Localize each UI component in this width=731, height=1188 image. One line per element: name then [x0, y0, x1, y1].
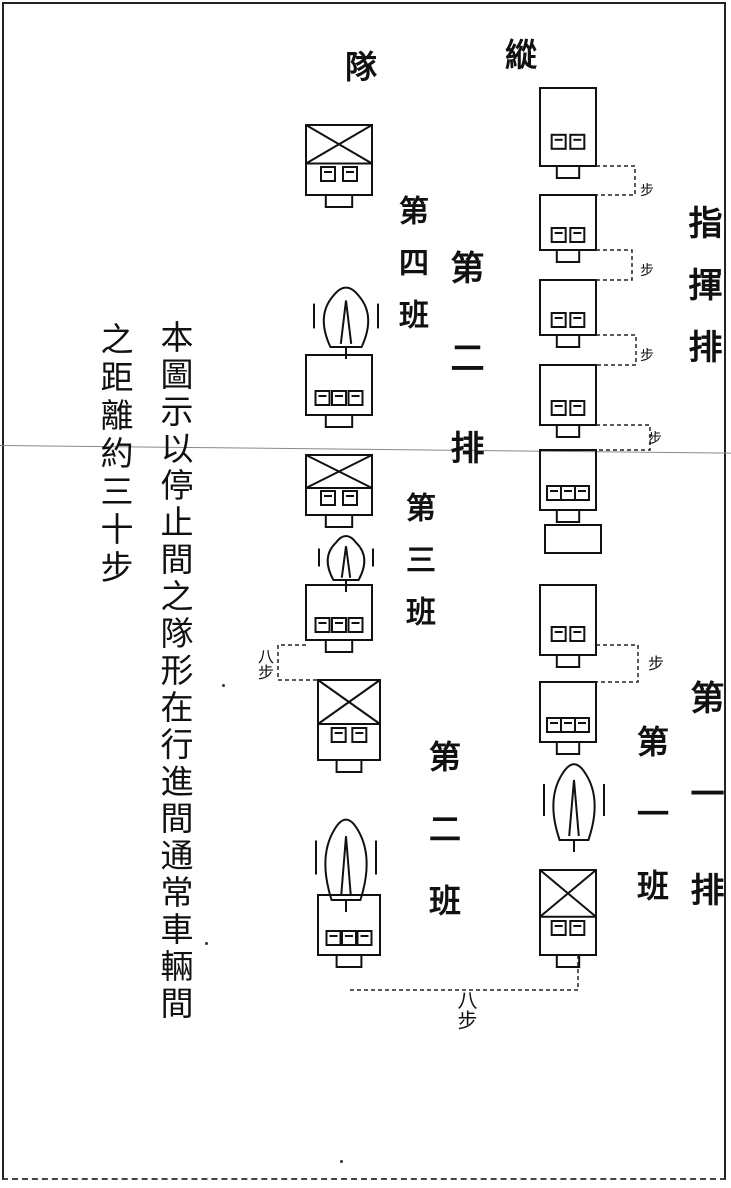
first-squad-gun [543, 763, 605, 852]
spacing-connector-2 [596, 249, 633, 281]
command-vehicle-5 [539, 449, 597, 523]
third-squad-vehicle-2 [305, 584, 373, 653]
first-platoon-vehicle-1 [539, 584, 597, 668]
squad-label-fourth: 第四班 [393, 195, 428, 351]
first-squad-vehicle [539, 869, 597, 968]
note-column-2: 之距離約三十步 [95, 322, 134, 588]
spacing-connector-4 [596, 424, 651, 451]
fourth-squad-vehicle-1 [305, 124, 373, 208]
spacing-connector-3 [596, 334, 637, 366]
first-platoon-vehicle-2 [539, 681, 597, 755]
second-squad-gun [315, 818, 377, 912]
spacing-label-right: 步 [648, 654, 665, 673]
spacing-connector-right [596, 644, 639, 683]
platoon-label-second: 第二排 [444, 250, 484, 520]
spacing-label-left: 八步 [255, 648, 274, 680]
command-vehicle-2 [539, 194, 597, 263]
spacing-connector-left [277, 644, 318, 681]
second-squad-vehicle-1 [317, 679, 381, 773]
title-char-left: 隊 [345, 48, 378, 86]
title-char-right: 縱 [505, 36, 538, 74]
squad-label-third: 第三班 [400, 492, 435, 648]
spacing-connector-1 [596, 165, 636, 196]
spacing-mark-3: 步 [640, 348, 654, 364]
command-vehicle-4 [539, 364, 597, 438]
squad-label-second: 第二班 [424, 740, 462, 956]
spacing-mark-1: 步 [640, 183, 654, 199]
squad-label-first: 第一班 [632, 725, 670, 941]
command-vehicle-3 [539, 279, 597, 348]
dust-speck [340, 1160, 343, 1163]
fourth-squad-gun [313, 286, 379, 359]
trailer-box [544, 524, 602, 554]
fourth-squad-vehicle-2 [305, 354, 373, 428]
spacing-label-bottom: 八步 [454, 990, 478, 1030]
note-column-1: 本圖示以停止間之隊形在行進間通常車輛間 [155, 320, 194, 1023]
spacing-mark-4: 步 [648, 431, 662, 447]
third-squad-gun [318, 535, 374, 592]
dust-speck [205, 942, 208, 945]
spacing-connector-bottom [350, 955, 579, 991]
command-vehicle-1 [539, 87, 597, 179]
dust-speck [222, 684, 225, 687]
second-squad-vehicle-2 [317, 894, 381, 968]
platoon-label-first: 第一排 [684, 680, 724, 968]
platoon-label-command: 指揮排 [682, 205, 722, 391]
spacing-mark-2: 步 [640, 263, 654, 279]
third-squad-vehicle-1 [305, 454, 373, 528]
